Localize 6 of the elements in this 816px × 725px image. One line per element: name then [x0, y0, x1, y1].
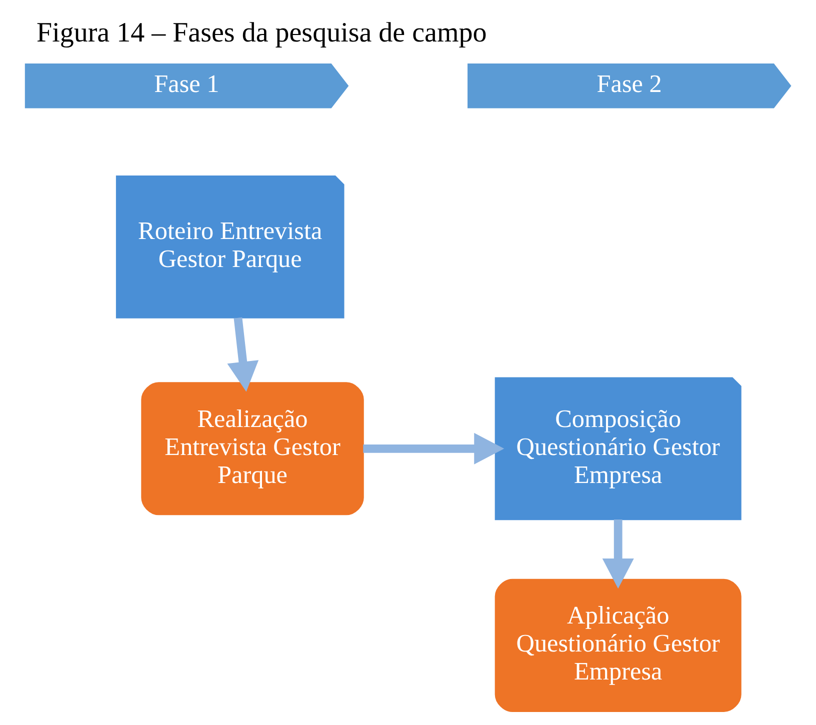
arrow	[227, 317, 259, 392]
diagram-title: Figura 14 – Fases da pesquisa de campo	[36, 18, 487, 49]
arrow	[363, 432, 504, 464]
node-box: Aplicação Questionário Gestor Empresa	[494, 578, 742, 712]
node-box: Realização Entrevista Gestor Parque	[141, 382, 364, 516]
arrow	[602, 520, 634, 589]
